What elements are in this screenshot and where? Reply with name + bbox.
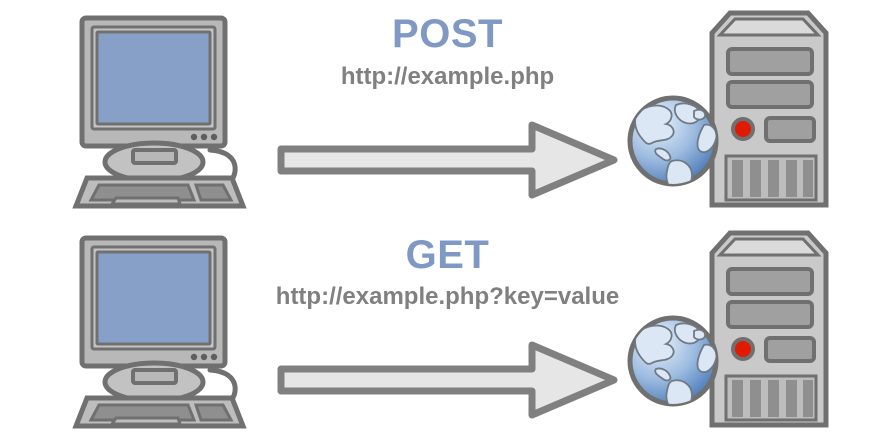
server-tower-icon [627,10,829,208]
desktop-computer-icon [72,15,247,209]
get-url-label: http://example.php?key=value [275,283,620,310]
power-led-icon [731,117,755,141]
post-server [620,5,870,220]
get-request-row: GET http://example.php?key=value [0,220,880,440]
right-arrow-icon [277,121,618,199]
post-request-row: POST http://example.php [60,5,870,220]
right-arrow-icon [277,341,618,419]
post-url-label: http://example.php [340,63,555,90]
get-label-group: GET http://example.php?key=value [255,230,640,335]
post-method-label: POST [392,12,503,56]
get-arrow [270,335,625,425]
desktop-computer-icon [72,235,247,429]
post-client-computer [60,10,265,210]
get-server [620,225,870,440]
power-led-icon [731,337,755,361]
post-label-group: POST http://example.php [255,8,640,113]
get-client-computer [60,230,265,430]
globe-icon [627,315,719,407]
globe-icon [627,95,719,187]
post-arrow [270,115,625,205]
get-method-label: GET [405,233,490,277]
server-tower-icon [627,230,829,428]
